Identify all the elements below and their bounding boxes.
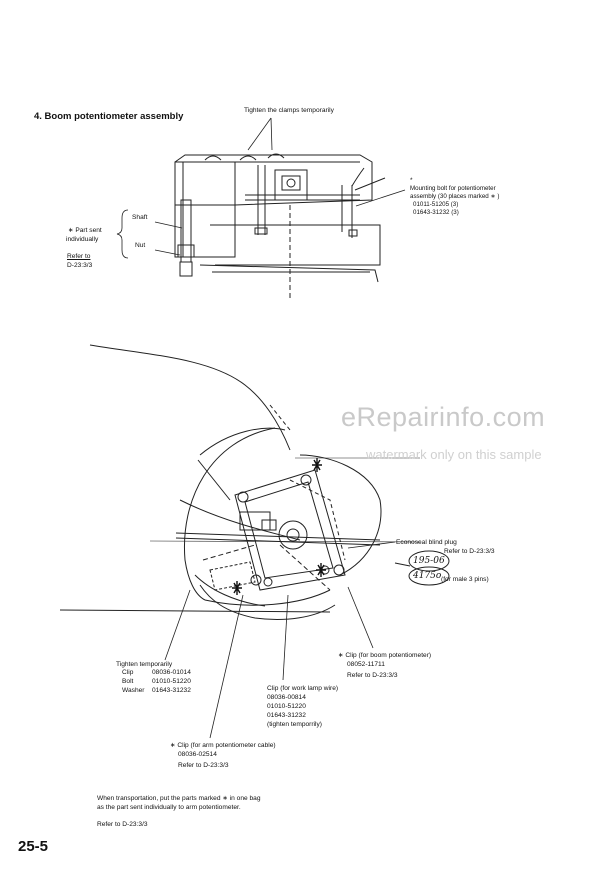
transport-note-line1: When transportation, put the parts marke… xyxy=(97,795,261,802)
shaft-label: Shaft xyxy=(132,214,148,221)
star-mark: * xyxy=(410,177,413,184)
tighten-row-label: Bolt xyxy=(122,678,134,685)
econoseal-note: (for male 3 pins) xyxy=(441,576,489,583)
top-assembly-drawing xyxy=(174,153,386,300)
tighten-row-part: 01643-31232 xyxy=(152,687,191,694)
clip-work-lamp-line3: 01010-51220 xyxy=(267,703,306,710)
refer-line2: D-23:3/3 xyxy=(67,262,93,269)
bottom-refer: Refer to D-23:3/3 xyxy=(97,821,148,828)
watermark-sub: watermark only on this sample xyxy=(366,447,542,462)
section-title: 4. Boom potentiometer assembly xyxy=(34,111,184,122)
handwritten-value-1: 195-06 xyxy=(413,556,445,566)
top-callout: Tighten the clamps temporarily xyxy=(244,107,334,114)
clip-work-lamp-line1: Clip (for work lamp wire) xyxy=(267,685,339,692)
clip-arm-line1: ∗ Clip (for arm potentiometer cable) xyxy=(170,742,276,749)
mounting-bolt-line1: Mounting bolt for potentiometer xyxy=(410,185,496,192)
clip-boom-part: 08052-11711 xyxy=(347,661,385,668)
handwritten-value-2: 4175o xyxy=(413,571,442,581)
clip-boom-refer: Refer to D-23:3/3 xyxy=(347,672,398,679)
clip-work-lamp-line2: 08036-00814 xyxy=(267,694,306,701)
transport-note-line2: as the part sent individually to arm pot… xyxy=(97,804,241,811)
clip-boom-line1: ∗ Clip (for boom potentiometer) xyxy=(338,652,432,659)
clip-work-lamp-line5: (tighten temporrily) xyxy=(267,721,322,728)
econoseal-refer: Refer to D-23:3/3 xyxy=(444,548,495,555)
econoseal-title: Econoseal blind plug xyxy=(396,539,457,546)
clip-arm-part: 08036-02514 xyxy=(178,751,217,758)
mounting-bolt-part2: 01643-31232 (3) xyxy=(413,209,459,216)
tighten-title: Tighten temporarily xyxy=(116,661,173,668)
main-assembly-drawing xyxy=(59,344,450,620)
watermark-main: eRepairinfo.com xyxy=(341,402,546,432)
page-number: 25-5 xyxy=(18,838,49,855)
part-sent-line1: ∗ Part sent xyxy=(68,227,102,234)
tighten-row-part: 08036-01014 xyxy=(152,669,191,676)
tighten-row-label: Clip xyxy=(122,669,134,676)
leader-lines-top xyxy=(116,117,406,259)
clip-arm-refer: Refer to D-23:3/3 xyxy=(178,762,229,769)
refer-line1: Refer to xyxy=(67,253,91,260)
tighten-row-label: Washer xyxy=(122,687,145,694)
tighten-row-part: 01010-51220 xyxy=(152,678,191,685)
nut-label: Nut xyxy=(135,242,146,249)
part-sent-line2: individually xyxy=(66,236,99,243)
mounting-bolt-line2: assembly (30 places marked ∗ ) xyxy=(410,193,500,200)
mounting-bolt-part1: 01011-51205 (3) xyxy=(413,201,459,208)
clip-work-lamp-line4: 01643-31232 xyxy=(267,712,306,719)
leader-lines-bottom xyxy=(164,541,396,739)
star-marks xyxy=(232,458,326,595)
